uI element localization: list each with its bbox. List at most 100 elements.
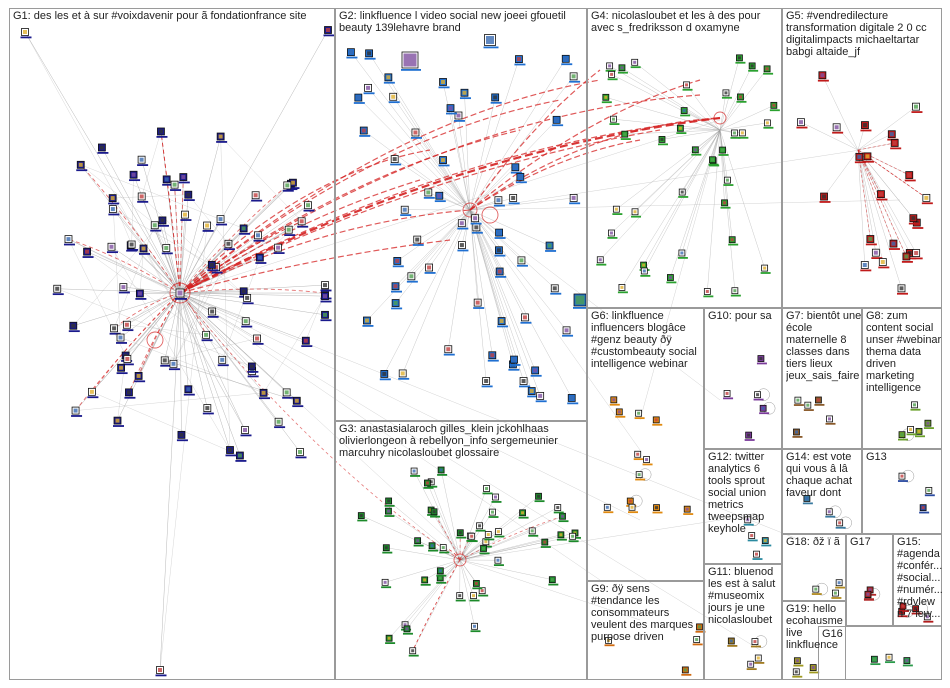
edge — [154, 225, 181, 294]
edge — [719, 129, 725, 203]
vertex — [652, 504, 663, 514]
vertex — [481, 377, 493, 388]
edge — [125, 205, 309, 356]
edge — [113, 225, 155, 329]
edge — [469, 209, 572, 399]
vertex — [695, 623, 706, 633]
vertex — [568, 532, 579, 543]
edge — [857, 149, 907, 257]
vertex — [518, 509, 529, 519]
vertex — [438, 156, 450, 167]
vertex — [515, 172, 527, 184]
edge — [448, 209, 471, 350]
highlight-edge — [179, 129, 521, 294]
edge — [469, 199, 499, 211]
vertex — [550, 284, 562, 295]
edge — [123, 286, 181, 294]
vertex — [761, 537, 772, 547]
vertex — [604, 636, 615, 647]
vertex — [612, 205, 623, 215]
edge — [259, 221, 302, 258]
vertex — [475, 522, 486, 532]
edge — [459, 516, 563, 561]
edge — [138, 292, 181, 377]
group-g12-label: G12: twitter analytics 6 tools sprout so… — [708, 451, 767, 535]
edge — [431, 481, 461, 561]
self-loop — [453, 553, 467, 567]
edge — [397, 209, 471, 262]
edge — [73, 220, 163, 326]
group-g17-label: G17 — [850, 536, 871, 548]
vertex — [202, 404, 214, 415]
highlight-edge — [469, 69, 601, 211]
edge — [179, 182, 294, 294]
edge — [427, 482, 461, 561]
edge — [469, 209, 532, 392]
highlight-edge — [179, 209, 471, 294]
nodes-layer — [20, 26, 935, 678]
vertex — [642, 456, 653, 466]
edge — [393, 96, 471, 211]
edge — [857, 142, 895, 151]
edge — [188, 194, 229, 244]
vertex — [865, 235, 877, 246]
vertex — [494, 228, 506, 239]
edge — [120, 337, 264, 393]
edge — [458, 115, 471, 211]
vertex — [863, 590, 874, 601]
highlight-edge — [179, 99, 561, 294]
edge — [459, 496, 539, 561]
vertex — [752, 550, 763, 560]
vertex — [483, 34, 499, 49]
vertex — [723, 390, 734, 400]
edge — [388, 77, 471, 211]
vertex — [617, 284, 628, 294]
vertex — [763, 65, 774, 75]
edge — [402, 209, 471, 374]
edge — [450, 108, 471, 211]
edge — [179, 292, 471, 561]
edge — [164, 360, 297, 401]
edge — [459, 532, 576, 561]
group-g1-label: G1: des les et à sur #voixdavenir pour ã… — [13, 10, 307, 22]
edge — [600, 129, 721, 260]
vertex — [552, 115, 564, 127]
edge — [682, 129, 721, 193]
group-g16-label: G16 — [822, 628, 843, 640]
edge — [461, 209, 471, 246]
edge — [621, 129, 721, 288]
vertex — [902, 657, 913, 667]
edge — [469, 209, 721, 401]
vertex — [453, 111, 465, 122]
edge — [442, 81, 471, 211]
highlight-edge — [75, 292, 181, 411]
vertex — [677, 249, 688, 259]
edge — [464, 92, 471, 211]
edge — [616, 129, 721, 210]
edge — [112, 198, 121, 338]
vertex — [457, 219, 469, 230]
edge — [857, 134, 892, 151]
vertex — [862, 152, 874, 163]
edge — [73, 292, 181, 326]
edge — [263, 296, 326, 393]
vertex — [390, 155, 402, 166]
edge — [719, 122, 768, 131]
edge — [469, 209, 550, 246]
edge — [469, 209, 478, 303]
self-loop — [146, 331, 164, 349]
vertex — [488, 508, 499, 518]
edge — [179, 264, 212, 294]
edge — [91, 391, 240, 456]
vertex — [609, 396, 620, 406]
edge — [406, 559, 461, 629]
vertex — [652, 416, 663, 426]
vertex — [601, 93, 612, 104]
vertex — [825, 415, 836, 425]
edge — [363, 130, 471, 211]
vertex — [634, 409, 645, 420]
vertex — [682, 81, 693, 91]
vertex — [763, 119, 774, 129]
edge — [857, 149, 866, 266]
vertex — [470, 214, 482, 225]
